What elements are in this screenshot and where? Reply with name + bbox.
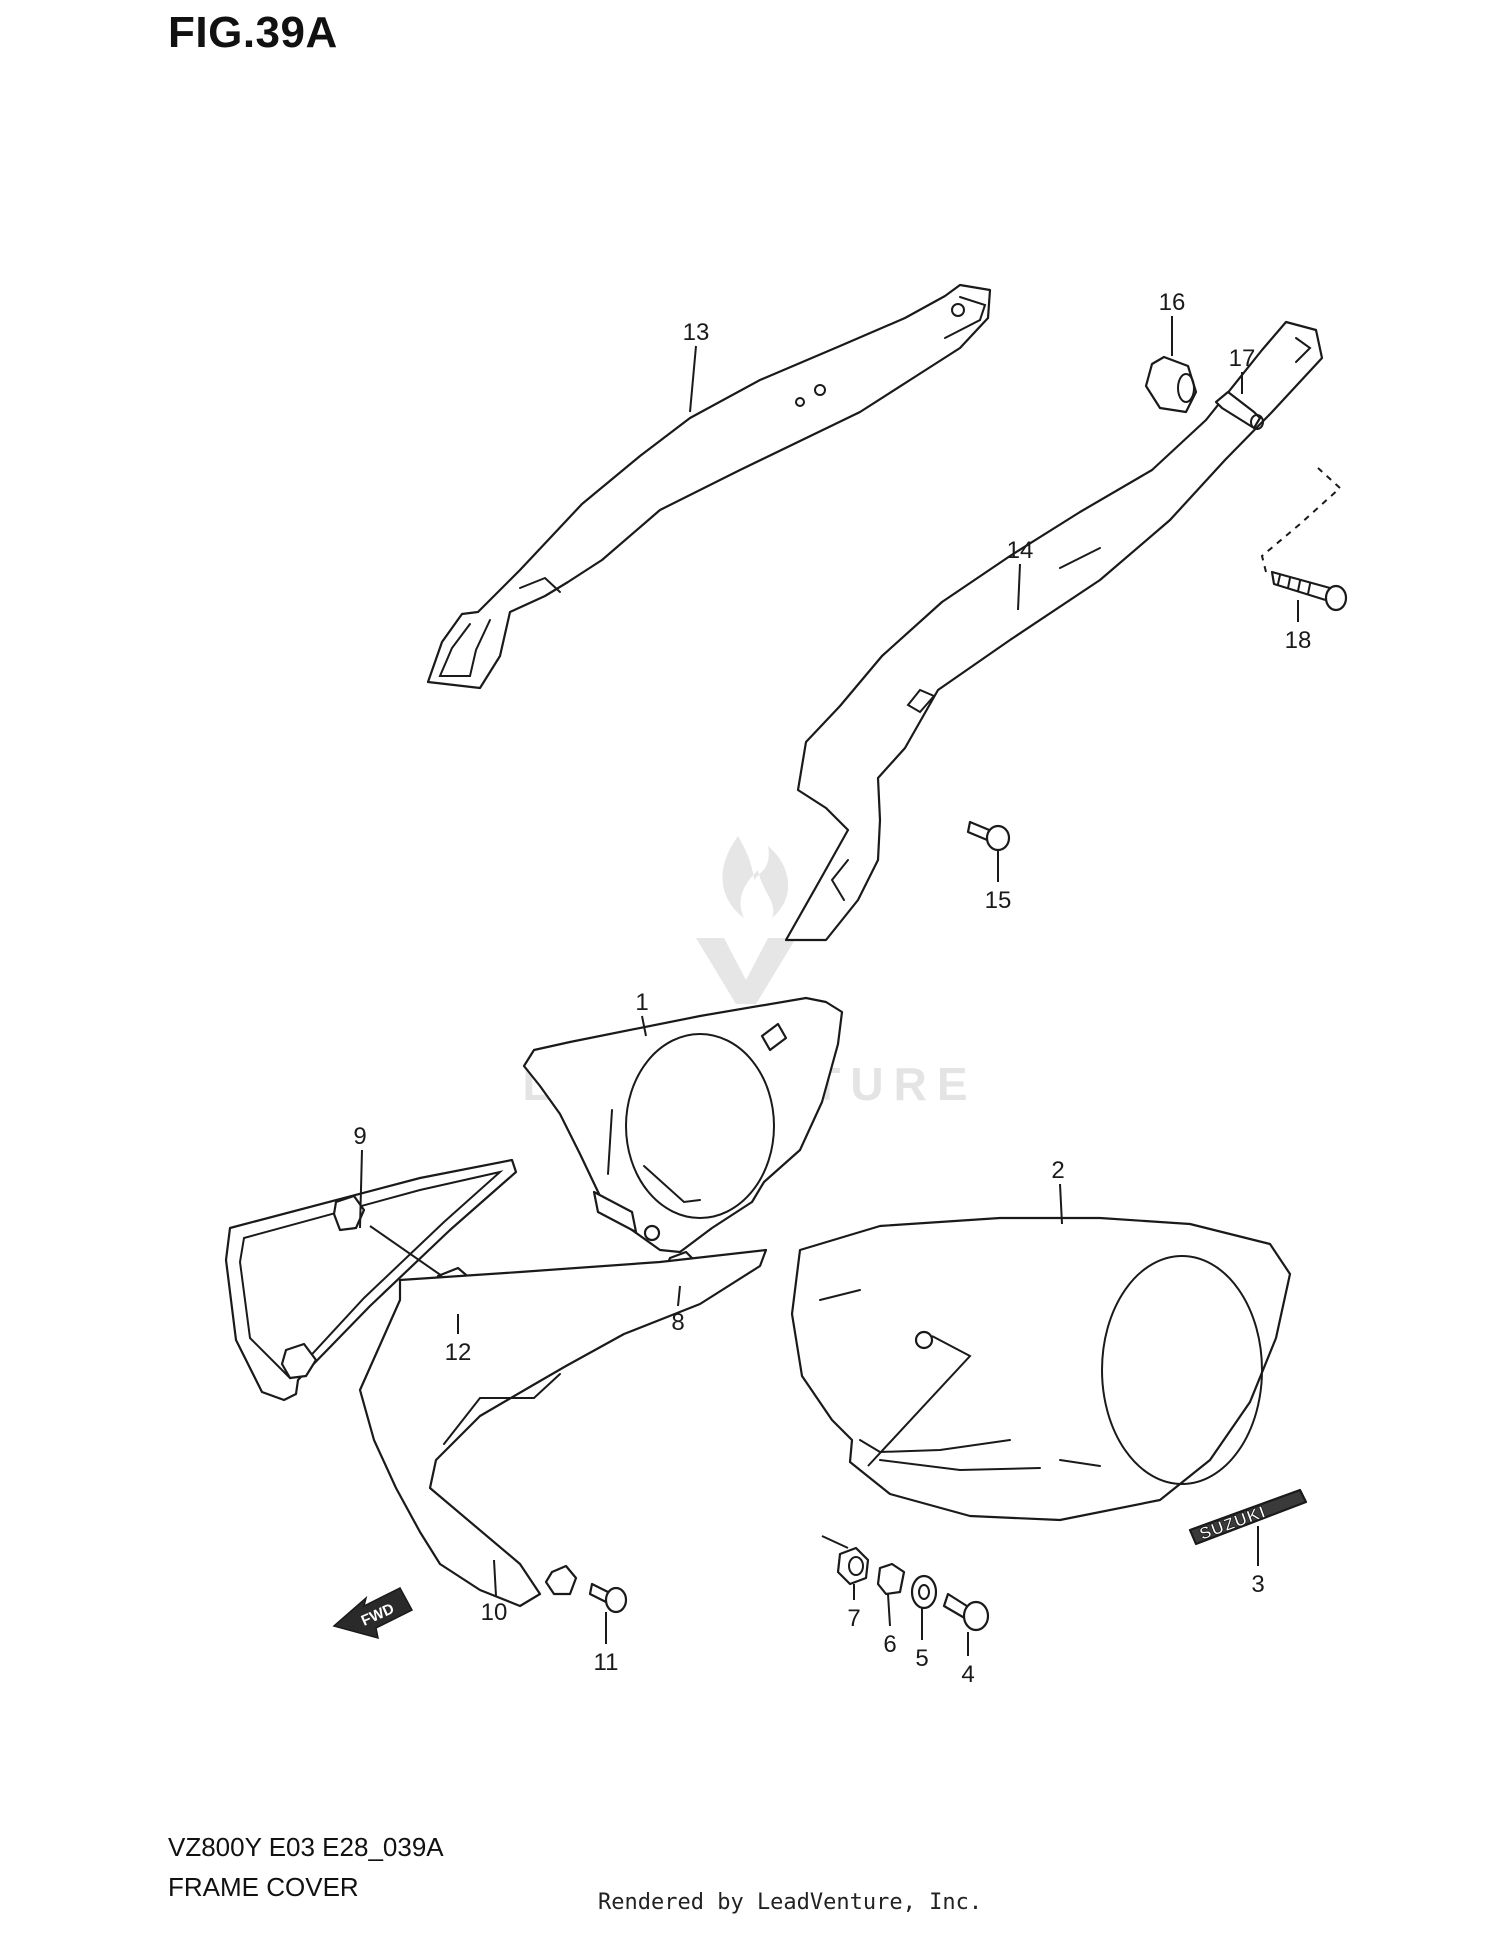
part-2-main-frame-cover: [790, 1216, 1292, 1522]
callout-3: 3: [1251, 1571, 1264, 1598]
part-9-side-cover: [224, 1158, 518, 1402]
callout-16: 16: [1159, 289, 1186, 316]
part-6-spacer: [876, 1562, 906, 1596]
callout-labels: 1 2 3 4 5 6 7 8 9 10 11 12 13 14 15 16 1…: [353, 289, 1311, 1688]
callout-4: 4: [961, 1661, 974, 1688]
part-10-lower-panel: [358, 1248, 768, 1608]
callout-1: 1: [635, 989, 648, 1016]
fwd-direction-arrow: FWD: [332, 1587, 414, 1640]
part-18-screw: [1260, 467, 1348, 612]
callout-11: 11: [594, 1649, 619, 1676]
part-11-screw: [588, 1582, 628, 1614]
callout-8: 8: [671, 1309, 684, 1336]
callout-13: 13: [683, 319, 710, 346]
part-16-collar: [1144, 355, 1198, 414]
part-14-frame-cover-lower: [784, 320, 1324, 942]
part-13-frame-cover-upper: [426, 283, 992, 690]
callout-17: 17: [1229, 345, 1256, 372]
model-code: VZ800Y E03 E28_039A: [168, 1832, 444, 1862]
callout-2: 2: [1051, 1157, 1064, 1184]
figure-title: FIG.39A: [168, 8, 338, 57]
part-15-screw: [966, 820, 1011, 852]
part-7-grommet: [821, 1535, 870, 1586]
callout-9: 9: [353, 1123, 366, 1150]
callout-12: 12: [445, 1339, 472, 1366]
render-credit: Rendered by LeadVenture, Inc.: [598, 1890, 983, 1915]
callout-10: 10: [481, 1599, 508, 1626]
part-17-spacer: [1214, 390, 1264, 430]
callout-14: 14: [1007, 537, 1034, 564]
callout-18: 18: [1285, 627, 1312, 654]
leader-lines: [359, 316, 1299, 1656]
part-4-bolt: [942, 1592, 990, 1632]
callout-7: 7: [847, 1605, 860, 1632]
part-3-suzuki-emblem: SUZUKI: [1188, 1488, 1308, 1546]
section-name: FRAME COVER: [168, 1872, 359, 1902]
callout-15: 15: [985, 887, 1012, 914]
part-5-washer: [910, 1574, 938, 1610]
callout-6: 6: [883, 1631, 896, 1658]
part-1-frame-cover-bracket: [522, 996, 844, 1254]
callout-5: 5: [915, 1645, 928, 1672]
